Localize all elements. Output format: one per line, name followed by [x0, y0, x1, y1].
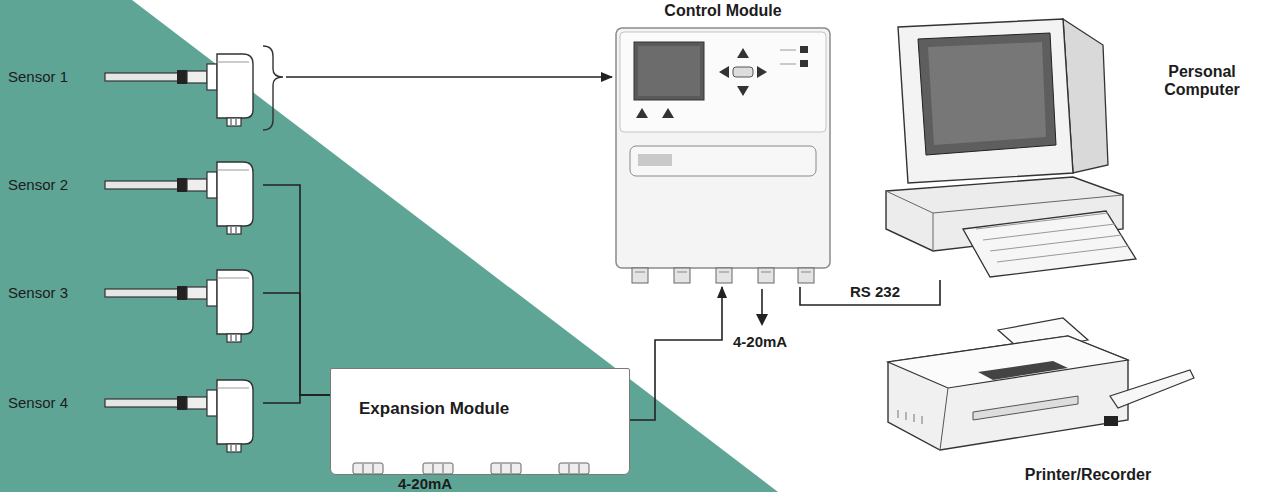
sensor-drawing — [5, 368, 263, 460]
node-label: Sensor 1 — [8, 68, 68, 85]
node-label: Sensor 2 — [8, 176, 68, 193]
signal-label: 4-20mA — [398, 476, 452, 492]
node-label: Control Module — [612, 2, 834, 20]
printer-recorder: Printer/Recorder — [878, 300, 1198, 490]
expansion-ports — [331, 369, 631, 476]
sensor: Sensor 3 — [5, 258, 263, 350]
edge-label: RS 232 — [848, 284, 902, 301]
computer-drawing — [868, 15, 1253, 280]
sensor-drawing — [5, 258, 263, 350]
signal-line — [263, 293, 330, 395]
signal-line — [263, 395, 330, 403]
node-label: Printer/Recorder — [978, 466, 1198, 484]
signal-line — [286, 76, 612, 78]
printer-drawing — [878, 300, 1198, 490]
sensor: Sensor 1 — [5, 42, 290, 134]
personal-computer: Personal Computer — [868, 15, 1253, 280]
expansion-module: Expansion Module — [330, 368, 630, 475]
node-label: Personal Computer — [1156, 63, 1248, 100]
control-module: Control Module — [612, 0, 834, 287]
signal-line — [630, 287, 722, 420]
output-arrowhead — [756, 314, 768, 326]
node-label: Sensor 3 — [8, 284, 68, 301]
output-arrow — [761, 289, 763, 316]
node-label: Expansion Module — [359, 399, 509, 419]
sensor-drawing — [5, 42, 290, 134]
sensor: Sensor 4 — [5, 368, 263, 460]
signal-label: 4-20mA — [733, 334, 787, 351]
sensor: Sensor 2 — [5, 150, 263, 242]
control-module-drawing — [612, 0, 834, 287]
node-label: Sensor 4 — [8, 394, 68, 411]
sensor-drawing — [5, 150, 263, 242]
signal-line — [263, 185, 330, 395]
signal-line — [800, 280, 940, 305]
